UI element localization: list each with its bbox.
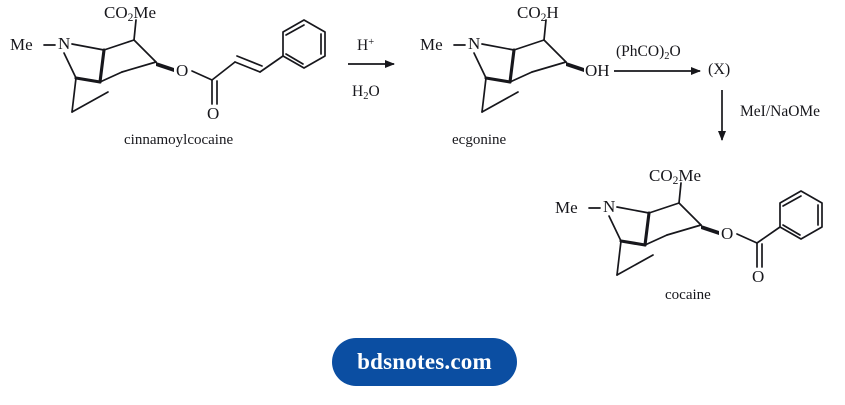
compound-name-cinnamoylcocaine: cinnamoylcocaine	[124, 132, 234, 148]
atom-label-co2me-cinnamoylcocaine: CO2Me	[104, 3, 157, 24]
watermark-text: bdsnotes.com	[357, 349, 492, 374]
atom-label-nitrogen-cocaine: N	[603, 197, 616, 216]
atom-label-hydroxyl-ecgonine: OH	[585, 61, 610, 80]
atom-label-me-ecgonine: Me	[420, 35, 443, 54]
atom-label-carbonyl-oxygen-cinnamoylcocaine: O	[207, 104, 220, 123]
reagent-label-benzoic-anhydride: (PhCO)2O	[616, 43, 681, 62]
atom-label-carbonyl-oxygen-cocaine: O	[752, 267, 765, 286]
atom-label-co2me-cocaine: CO2Me	[649, 166, 702, 187]
compound-name-ecgonine: ecgonine	[452, 132, 507, 148]
reagent-label-mei-naome: MeI/NaOMe	[740, 103, 821, 120]
atom-label-me-cocaine: Me	[555, 198, 578, 217]
atom-label-ester-oxygen-cinnamoylcocaine: O	[176, 61, 189, 80]
compound-name-cocaine: cocaine	[665, 287, 711, 303]
intermediate-label-x: (X)	[708, 61, 731, 78]
atom-label-nitrogen-ecgonine: N	[468, 34, 481, 53]
atom-label-co2h-ecgonine: CO2H	[517, 3, 559, 24]
watermark-badge: bdsnotes.com	[332, 338, 517, 386]
reagent-label-water: H2O	[352, 83, 380, 102]
cocaine-skeleton	[588, 182, 823, 276]
atom-label-ester-oxygen-cocaine: O	[721, 224, 734, 243]
atom-label-me-cinnamoylcocaine: Me	[10, 35, 33, 54]
atom-label-nitrogen-cinnamoylcocaine: N	[58, 34, 71, 53]
reagent-label-h-plus: H+	[357, 37, 375, 54]
